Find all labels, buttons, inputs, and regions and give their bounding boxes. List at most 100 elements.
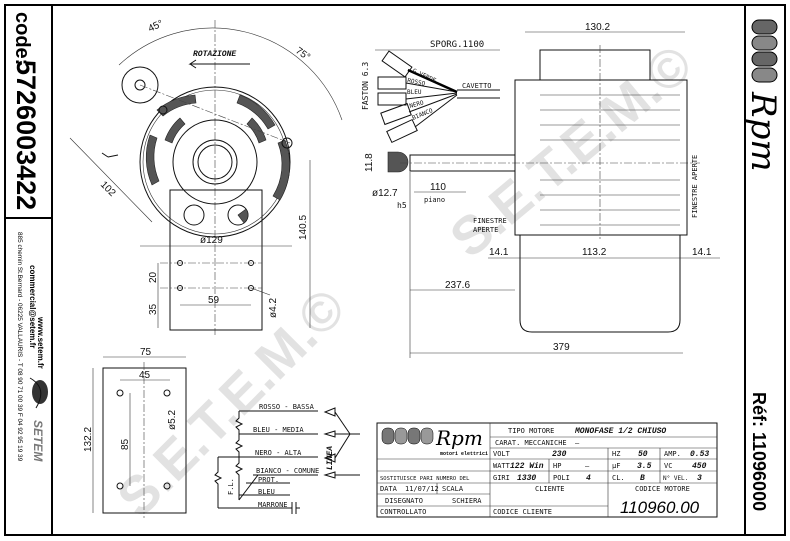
dim-113-2: 113.2 [582, 247, 607, 258]
email[interactable]: commercial@setem.fr [28, 265, 37, 348]
volt-value: 230 [552, 450, 567, 459]
codice-motore-value: 110960.00 [620, 498, 700, 517]
hz-label: HZ [612, 450, 620, 458]
amp-label: AMP. [664, 450, 681, 458]
dim-35: 35 [148, 303, 159, 315]
wire-rosso: ROSSO [407, 77, 427, 88]
cl-value: B [640, 474, 645, 483]
wire-bleu: BLEU [407, 89, 422, 96]
dim-132-2: 132.2 [83, 427, 94, 452]
left-strip: code: 5726003422 www.setem.fr commercial… [11, 12, 48, 462]
dim-11-8: 11.8 [364, 153, 375, 172]
uf-value: 3.5 [637, 462, 652, 471]
giri-label: GIRI [493, 474, 510, 482]
code-label: code: [11, 12, 33, 65]
side-view: SPORG.1100 FASTON 6.3 G.VERDE ROSSO BLEU… [361, 22, 720, 358]
tipo-motore-label: TIPO MOTORE [508, 427, 554, 435]
wire-connectors [377, 50, 458, 144]
poli-label: POLI [553, 474, 570, 482]
dim-12-7: ø12.7 [372, 188, 398, 199]
dim-hole-4-2: ø4.2 [268, 298, 279, 318]
amp-value: 0.53 [690, 450, 709, 459]
marrone-label: MARRONE [258, 501, 288, 509]
dim-102: 102 [98, 179, 118, 199]
disegnato-value: SCHIERA [452, 497, 482, 505]
svg-text:motori elettrici: motori elettrici [440, 451, 488, 457]
codice-motore-label: CODICE MOTORE [635, 485, 690, 493]
poli-value: 4 [586, 474, 591, 483]
watt-value: 122 Win [510, 462, 544, 471]
brand: Rpm [743, 91, 783, 172]
dim-140-5: 140.5 [298, 215, 309, 240]
front-view: 45° 75° ROTAZIONE 102 ø129 140.5 [69, 18, 343, 335]
wire-bleu-media: BLEU - MEDIA [253, 426, 304, 434]
rpm-logo: Rpm motori elettrici [381, 426, 488, 457]
cliente-label: CLIENTE [535, 485, 565, 493]
right-strip: Rpm Réf: 11096000 [743, 19, 783, 511]
wire-rosso-bassa: ROSSO - BASSA [259, 403, 315, 411]
wire-bianco: BIANCO [411, 107, 434, 122]
setem-logo: SETEM [29, 377, 48, 462]
title-block: Rpm motori elettrici TIPO MOTORE MONOFAS… [376, 422, 718, 518]
hz-value: 50 [638, 450, 648, 459]
dim-45: 45 [139, 370, 151, 381]
vc-value: 450 [692, 462, 707, 471]
giri-value: 1330 [517, 474, 536, 483]
address: 885 chemin St.Bernard - 06225 VALLAURIS … [16, 232, 23, 462]
carat-value: — [575, 439, 580, 447]
dim-237-6: 237.6 [445, 280, 470, 291]
cable-length: SPORG.1100 [430, 40, 484, 50]
dim-110: 110 [430, 182, 446, 193]
sostituisce-label: SOSTITUISCE PARI NUMERO DEL [380, 476, 470, 482]
mounting-bracket [169, 189, 263, 331]
wiring-diagram: ROSSO - BASSA BLEU - MEDIA NERO - ALTA B… [214, 403, 360, 514]
dim-75: 75 [140, 347, 152, 358]
dim-85: 85 [120, 438, 131, 450]
disegnato-label: DISEGNATO [385, 497, 423, 505]
vc-label: VC [664, 462, 672, 470]
base-plate: 75 45 ø5.2 85 132.2 [83, 347, 187, 518]
tipo-motore-value: MONOFASE 1/2 CHIUSO [574, 427, 666, 436]
vel-value: 3 [697, 474, 702, 483]
codice-cliente-label: CODICE CLIENTE [493, 508, 552, 516]
rotation-arc [118, 27, 343, 121]
data-value: 11/07/12 [405, 485, 439, 493]
hp-value: — [585, 462, 590, 470]
windows-label-left-1: FINESTRE [473, 217, 507, 225]
flat-label: piano [424, 196, 445, 204]
dim-130-2: 130.2 [585, 22, 610, 33]
code-value: 5726003422 [11, 60, 41, 210]
controllato-label: CONTROLLATO [380, 508, 426, 516]
bleu-label: BLEU [258, 488, 275, 496]
wire-nero: NERO [409, 99, 425, 110]
dim-14-1-left: 14.1 [489, 247, 509, 258]
cl-label: CL. [612, 474, 625, 482]
prot-label: PROT. [258, 476, 279, 484]
dim-129: ø129 [200, 235, 223, 246]
carat-label: CARAT. MECCANICHE [495, 439, 567, 447]
wire-nero-alta: NERO - ALTA [255, 449, 302, 457]
dim-20: 20 [148, 271, 159, 283]
windows-label-right: FINESTRE APERTE [691, 155, 699, 218]
faston-label: FASTON 6.3 [361, 62, 370, 110]
dim-5-2: ø5.2 [167, 410, 178, 430]
volt-label: VOLT [493, 450, 511, 458]
mounting-foot [519, 235, 681, 333]
wire-bianco-comune: BIANCO - COMUNE [256, 467, 319, 475]
svg-text:Rpm: Rpm [435, 426, 483, 450]
vel-label: N° VEL. [663, 475, 688, 482]
uf-label: µF [612, 462, 620, 470]
rpm-coil-logo [751, 19, 778, 83]
cable-label: CAVETTO [462, 82, 492, 90]
fl-label: F.L. [227, 478, 235, 495]
angle-45: 45° [147, 18, 165, 34]
dim-14-1-right: 14.1 [692, 247, 712, 258]
watt-label: WATT [493, 462, 511, 470]
svg-text:SETEM: SETEM [31, 420, 45, 462]
sheet-border [4, 4, 786, 536]
angle-75: 75° [293, 45, 312, 63]
website[interactable]: www.setem.fr [36, 316, 45, 369]
hp-label: HP [553, 462, 561, 470]
data-label: DATA [380, 485, 398, 493]
